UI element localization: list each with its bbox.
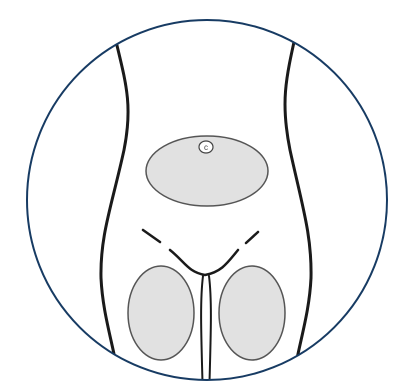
left-thigh-injection-area	[128, 266, 194, 360]
inner-left-leg	[201, 276, 203, 383]
groin-curve	[170, 250, 238, 275]
navel-marker-label: c	[204, 143, 208, 152]
left-body-contour	[101, 24, 128, 383]
navel-icon: c	[199, 141, 213, 153]
left-groin-crease	[143, 230, 160, 242]
right-thigh-injection-area	[219, 266, 285, 360]
right-groin-crease	[246, 232, 258, 243]
inner-right-leg	[209, 276, 211, 383]
right-body-contour	[285, 24, 311, 383]
